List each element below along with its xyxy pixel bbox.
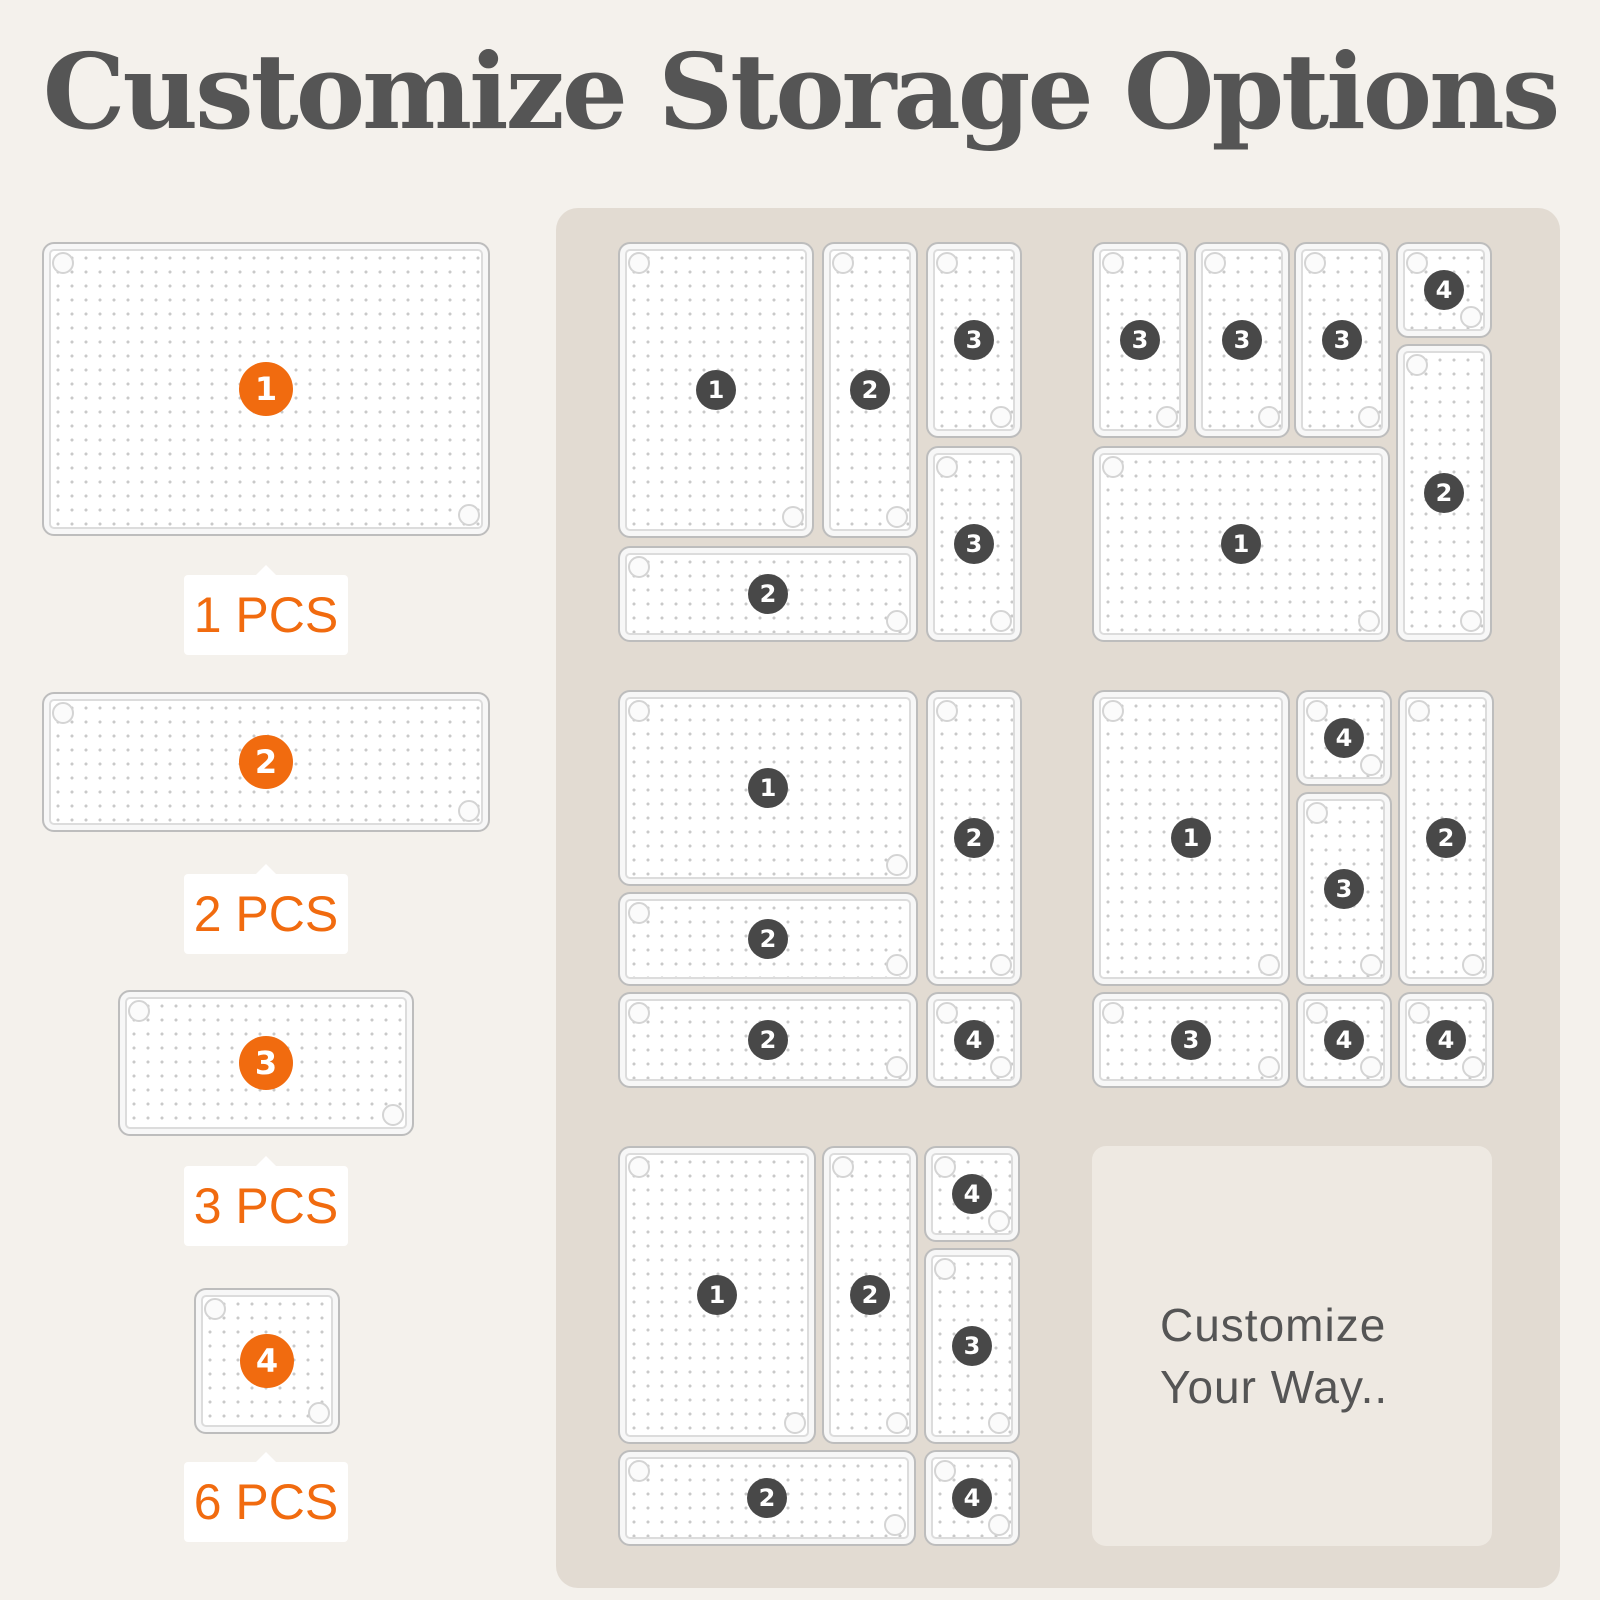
layout-d-tray: 1 <box>1092 690 1290 986</box>
layout-b-tray: 3 <box>1194 242 1290 438</box>
number-badge: 2 <box>747 1478 787 1518</box>
number-badge: 3 <box>1120 320 1160 360</box>
number-badge: 2 <box>748 574 788 614</box>
number-badge: 2 <box>748 919 788 959</box>
layout-b-tray: 2 <box>1396 344 1492 642</box>
layout-e-tray: 4 <box>924 1450 1020 1546</box>
layout-a-tray: 2 <box>618 546 918 642</box>
layout-b-tray: 4 <box>1396 242 1492 338</box>
layout-d-tray: 2 <box>1398 690 1494 986</box>
number-badge: 4 <box>1424 270 1464 310</box>
layout-e-tray: 2 <box>618 1450 916 1546</box>
number-badge: 2 <box>850 370 890 410</box>
customize-line-1: Customize <box>1160 1299 1387 1351</box>
customize-box: Customize Your Way.. <box>1092 1146 1492 1546</box>
number-badge: 3 <box>1322 320 1362 360</box>
tray-size-2: 2 <box>42 692 490 832</box>
number-badge: 4 <box>952 1478 992 1518</box>
number-badge: 1 <box>239 362 293 416</box>
layout-d-tray: 3 <box>1296 792 1392 986</box>
layout-b-tray: 1 <box>1092 446 1390 642</box>
quantity-label: 3 PCS <box>184 1156 348 1246</box>
number-badge: 2 <box>850 1275 890 1315</box>
number-badge: 2 <box>1424 473 1464 513</box>
layout-a-tray: 1 <box>618 242 814 538</box>
quantity-label: 6 PCS <box>184 1452 348 1542</box>
number-badge: 2 <box>239 735 293 789</box>
number-badge: 4 <box>1324 1020 1364 1060</box>
number-badge: 4 <box>1324 718 1364 758</box>
number-badge: 1 <box>696 370 736 410</box>
number-badge: 4 <box>952 1174 992 1214</box>
number-badge: 1 <box>1171 818 1211 858</box>
number-badge: 4 <box>1426 1020 1466 1060</box>
customize-text: Customize Your Way.. <box>1160 1294 1388 1418</box>
layout-a-tray: 3 <box>926 446 1022 642</box>
number-badge: 3 <box>239 1036 293 1090</box>
layout-d-tray: 4 <box>1296 690 1392 786</box>
number-badge: 1 <box>748 768 788 808</box>
quantity-label: 2 PCS <box>184 864 348 954</box>
layout-e-tray: 4 <box>924 1146 1020 1242</box>
customize-line-2: Your Way.. <box>1160 1361 1389 1413</box>
number-badge: 3 <box>954 524 994 564</box>
number-badge: 3 <box>952 1326 992 1366</box>
layout-b-tray: 3 <box>1294 242 1390 438</box>
layout-a-tray: 2 <box>822 242 918 538</box>
number-badge: 3 <box>1222 320 1262 360</box>
layout-d-tray: 3 <box>1092 992 1290 1088</box>
layout-e-tray: 1 <box>618 1146 816 1444</box>
number-badge: 3 <box>1324 869 1364 909</box>
number-badge: 2 <box>748 1020 788 1060</box>
layout-c-tray: 2 <box>926 690 1022 986</box>
quantity-label: 1 PCS <box>184 565 348 655</box>
number-badge: 2 <box>954 818 994 858</box>
layout-e-tray: 2 <box>822 1146 918 1444</box>
layout-c-tray: 1 <box>618 690 918 886</box>
tray-size-3: 3 <box>118 990 414 1136</box>
layout-b-tray: 3 <box>1092 242 1188 438</box>
number-badge: 2 <box>1426 818 1466 858</box>
layout-d-tray: 4 <box>1296 992 1392 1088</box>
layout-c-tray: 2 <box>618 892 918 986</box>
layout-a-tray: 3 <box>926 242 1022 438</box>
layout-d-tray: 4 <box>1398 992 1494 1088</box>
number-badge: 3 <box>1171 1020 1211 1060</box>
number-badge: 1 <box>1221 524 1261 564</box>
tray-size-4: 4 <box>194 1288 340 1434</box>
number-badge: 1 <box>697 1275 737 1315</box>
page-title: Customize Storage Options <box>42 30 1561 153</box>
number-badge: 4 <box>954 1020 994 1060</box>
tray-size-1: 1 <box>42 242 490 536</box>
number-badge: 3 <box>954 320 994 360</box>
number-badge: 4 <box>240 1334 294 1388</box>
layout-c-tray: 4 <box>926 992 1022 1088</box>
layout-e-tray: 3 <box>924 1248 1020 1444</box>
layout-c-tray: 2 <box>618 992 918 1088</box>
